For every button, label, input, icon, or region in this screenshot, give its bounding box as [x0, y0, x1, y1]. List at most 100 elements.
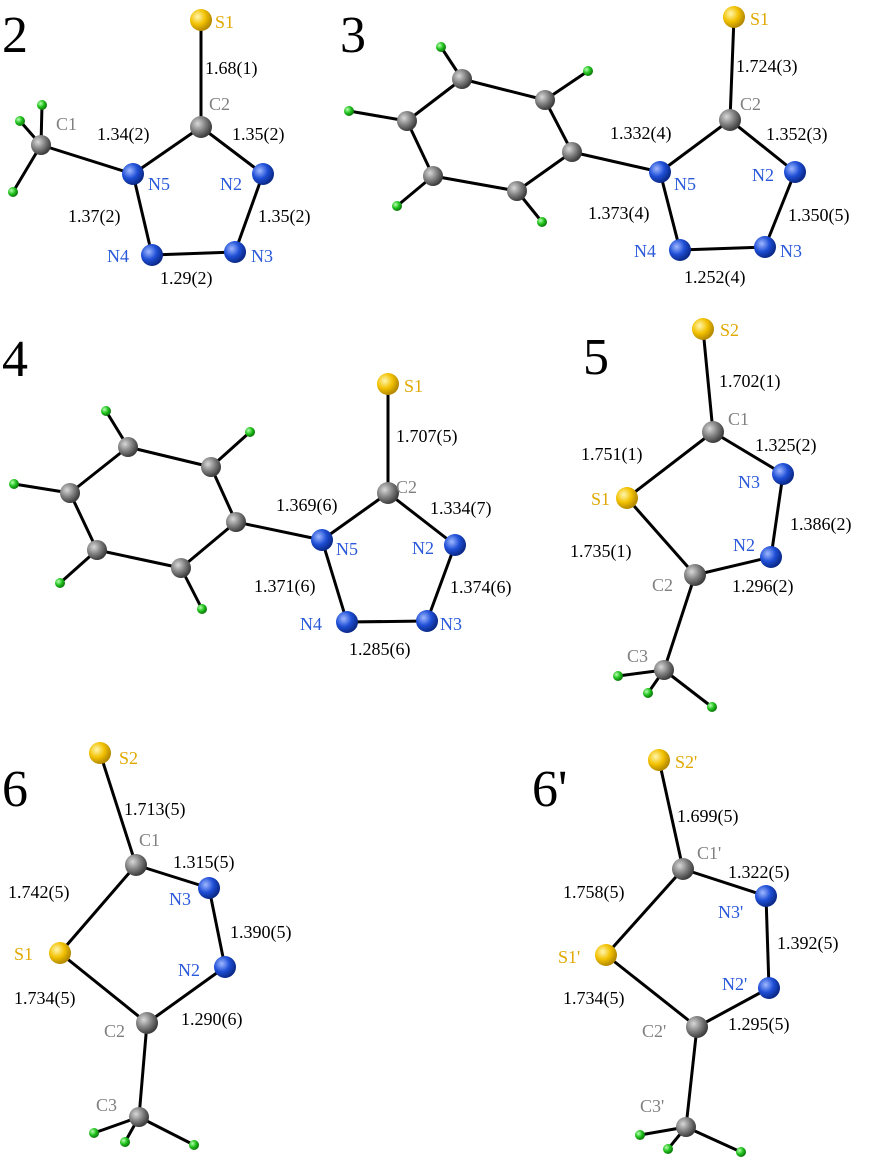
- panel-number: 6: [2, 761, 28, 818]
- hydrogen-atom: [643, 688, 653, 698]
- carbon-atom: [686, 1016, 708, 1038]
- bond-length-label: 1.296(2): [732, 576, 794, 597]
- bond-length-label: 1.369(6): [276, 495, 338, 516]
- atom-label: N2: [733, 535, 755, 555]
- bond-length-label: 1.295(5): [728, 1014, 790, 1035]
- carbon-atom: [676, 1117, 696, 1137]
- atom-label: N2: [220, 174, 242, 194]
- atom-label: C1: [728, 409, 749, 429]
- sulfur-atom: [692, 318, 714, 340]
- bonds: [617, 328, 785, 709]
- bond-length-label: 1.758(5): [563, 882, 625, 903]
- atom-label: C3: [96, 1095, 117, 1115]
- bond-length-label: 1.34(2): [97, 124, 150, 145]
- bond-length-label: 1.392(5): [777, 933, 839, 954]
- panel-number: 6': [532, 761, 567, 818]
- atom-label: C2: [740, 94, 761, 114]
- atom-labels: S2' C1' N3' S1' N2' C2' C3': [558, 752, 747, 1116]
- hydrogen-atom: [245, 427, 255, 437]
- hydrogen-atom: [101, 406, 111, 416]
- carbon-atom: [377, 482, 399, 504]
- panel-6: 6 S2 C1 N3: [2, 742, 292, 1150]
- bond-length-label: 1.35(2): [232, 124, 285, 145]
- atom-labels: S2 C1 N3 S1 N2 C2 C3: [14, 748, 200, 1115]
- bond-length-label: 1.702(1): [719, 371, 781, 392]
- atoms: [8, 9, 274, 266]
- atom-label: N3: [440, 614, 462, 634]
- bonds: [13, 384, 457, 624]
- carbon-atom: [562, 142, 582, 162]
- carbon-atom: [397, 111, 417, 131]
- bond-length-label: 1.371(6): [254, 576, 316, 597]
- atom-label: C3: [627, 646, 648, 666]
- sulfur-atom: [616, 487, 638, 509]
- hydrogen-atom: [635, 1130, 645, 1140]
- atom-label: C2: [209, 94, 230, 114]
- sulfur-atom: [190, 9, 212, 31]
- atom-label: N3: [738, 472, 760, 492]
- bond-length-label: 1.707(5): [396, 426, 458, 447]
- hydrogen-atom: [55, 578, 65, 588]
- atom-label: N3': [718, 902, 743, 922]
- hydrogen-atom: [613, 671, 623, 681]
- carbon-atom: [226, 512, 246, 532]
- hydrogen-atom: [537, 217, 547, 227]
- bond-length-label: 1.699(5): [677, 806, 739, 827]
- nitrogen-atom: [336, 611, 358, 633]
- atom-label: S1: [750, 9, 769, 29]
- bond-length-label: 1.724(3): [736, 56, 798, 77]
- atom-label: N4: [107, 246, 129, 266]
- panel-2: 2 S1 C2 C1: [2, 7, 311, 289]
- sulfur-atom: [89, 742, 111, 764]
- bond-lengths: 1.724(3) 1.332(4) 1.352(3) 1.373(4) 1.35…: [588, 56, 850, 288]
- bond-length-label: 1.742(5): [8, 882, 70, 903]
- carbon-atom: [507, 181, 527, 201]
- atom-label: C2: [652, 575, 673, 595]
- bonds: [604, 759, 771, 1154]
- hydrogen-atom: [8, 187, 18, 197]
- bond-length-label: 1.374(6): [450, 577, 512, 598]
- atom-label: S1: [14, 944, 33, 964]
- bond-length-label: 1.350(5): [788, 205, 850, 226]
- bonds: [11, 20, 265, 257]
- nitrogen-atom: [141, 244, 163, 266]
- bond-length-label: 1.285(6): [349, 639, 411, 660]
- atom-labels: S1 C2 N5 N2 N4 N3: [300, 376, 462, 634]
- bond-length-label: 1.37(2): [68, 206, 121, 227]
- bond-length-label: 1.332(4): [610, 123, 672, 144]
- bond-length-label: 1.68(1): [205, 58, 258, 79]
- atom-label: N3: [169, 889, 191, 909]
- hydrogen-atom: [344, 106, 354, 116]
- panel-number: 3: [340, 7, 366, 64]
- hydrogen-atom: [9, 479, 19, 489]
- carbon-atom: [118, 437, 138, 457]
- hydrogen-atom: [583, 66, 593, 76]
- sulfur-atom: [648, 749, 670, 771]
- bond-length-label: 1.334(7): [430, 498, 492, 519]
- panel-4: 4: [2, 331, 512, 660]
- atom-label: S1: [404, 376, 423, 396]
- bond-length-label: 1.35(2): [258, 206, 311, 227]
- hydrogen-atom: [197, 604, 207, 614]
- atom-label: N3: [780, 241, 802, 261]
- atoms: [49, 742, 236, 1150]
- atom-label: S1: [215, 12, 234, 32]
- bonds: [58, 752, 227, 1147]
- hydrogen-atom: [663, 1144, 673, 1154]
- sulfur-atom: [377, 373, 399, 395]
- carbon-atom: [452, 69, 472, 89]
- carbon-atom: [31, 135, 51, 155]
- nitrogen-atom: [214, 956, 236, 978]
- bond-lengths: 1.68(1) 1.34(2) 1.35(2) 1.37(2) 1.35(2) …: [68, 58, 311, 289]
- atoms: [9, 373, 466, 633]
- carbon-atom: [719, 109, 741, 131]
- nitrogen-atom: [784, 161, 806, 183]
- panel-number: 5: [583, 329, 609, 386]
- bond-lengths: 1.707(5) 1.369(6) 1.334(7) 1.371(6) 1.37…: [254, 426, 512, 660]
- nitrogen-atom: [649, 161, 671, 183]
- bond-length-label: 1.734(5): [563, 988, 625, 1009]
- carbon-atom: [190, 116, 212, 138]
- panel-6-prime: 6' S2' C1' N3': [532, 749, 839, 1157]
- hydrogen-atom: [707, 702, 717, 712]
- nitrogen-atom: [755, 885, 777, 907]
